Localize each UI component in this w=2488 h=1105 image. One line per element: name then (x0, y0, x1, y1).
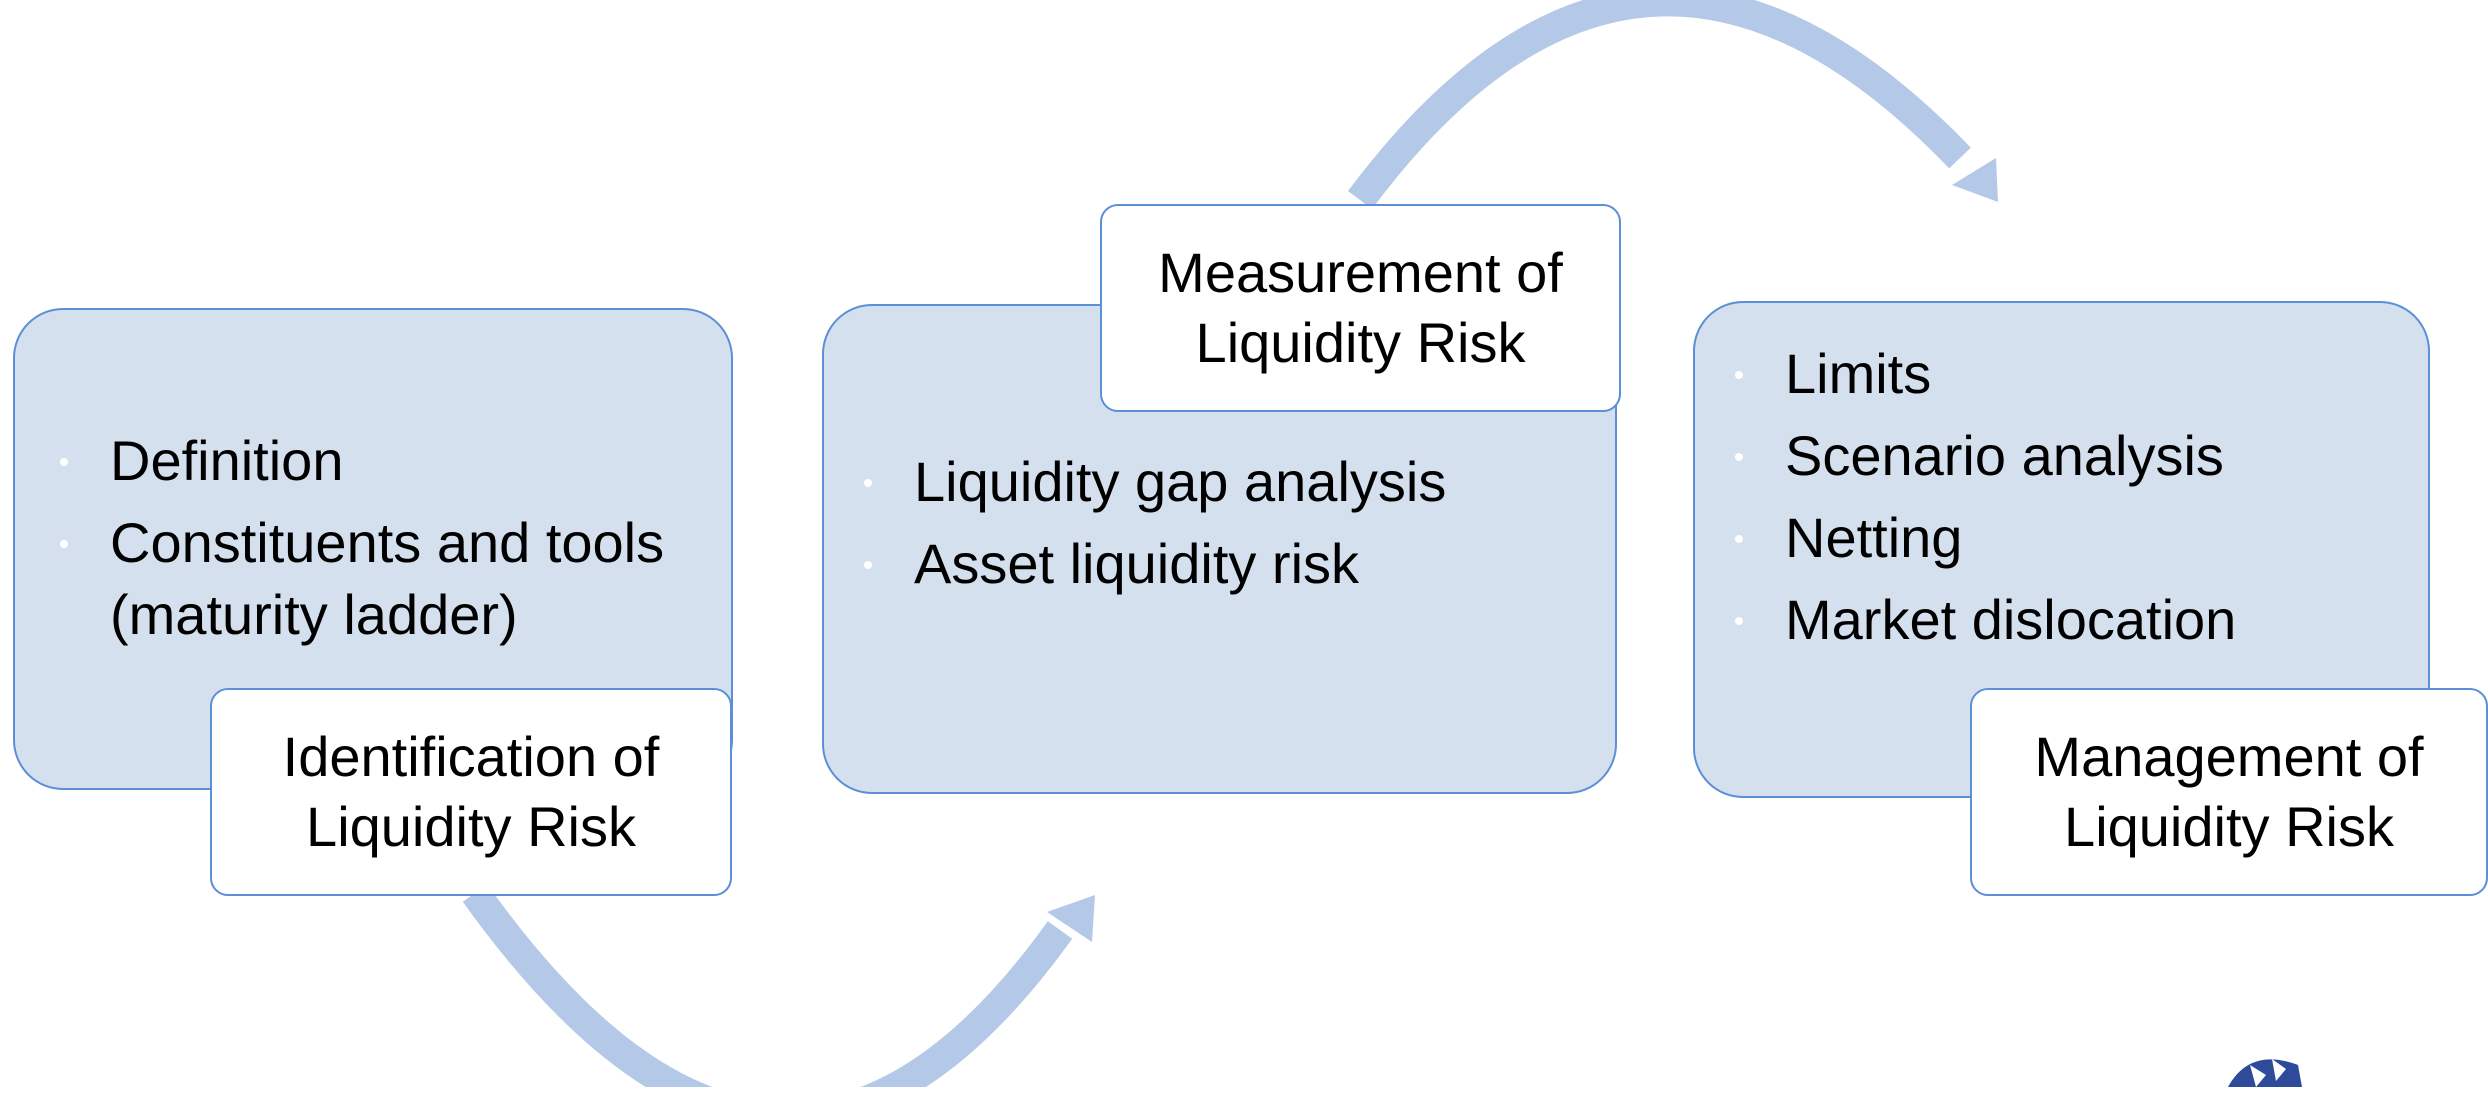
globe-logo-icon (2228, 1059, 2302, 1087)
stage-measurement-bullets: Liquidity gap analysis Asset liquidity r… (864, 446, 1584, 610)
stage-identification-title: Identification of Liquidity Risk (282, 725, 660, 858)
bullet-item: Limits (1735, 338, 2395, 410)
stage-management-bullets: Limits Scenario analysis Netting Market … (1735, 338, 2395, 666)
stage-management-label: Management of Liquidity Risk (1970, 688, 2488, 896)
curved-arrow-icon (1347, 0, 1998, 209)
bullet-item: Constituents and tools (maturity ladder) (60, 507, 720, 651)
bullet-item: Asset liquidity risk (864, 528, 1584, 600)
bullet-item: Market dislocation (1735, 584, 2395, 656)
stage-identification-label: Identification of Liquidity Risk (210, 688, 732, 896)
bullet-item: Liquidity gap analysis (864, 446, 1584, 518)
stage-management-title: Management of Liquidity Risk (2034, 725, 2424, 858)
bullet-item: Definition (60, 425, 720, 497)
stage-measurement-title: Measurement of Liquidity Risk (1158, 241, 1563, 374)
curved-arrow-icon (462, 884, 1095, 1087)
stage-measurement-label: Measurement of Liquidity Risk (1100, 204, 1621, 412)
bullet-item: Scenario analysis (1735, 420, 2395, 492)
stage-identification-bullets: Definition Constituents and tools (matur… (60, 425, 720, 661)
bullet-item: Netting (1735, 502, 2395, 574)
